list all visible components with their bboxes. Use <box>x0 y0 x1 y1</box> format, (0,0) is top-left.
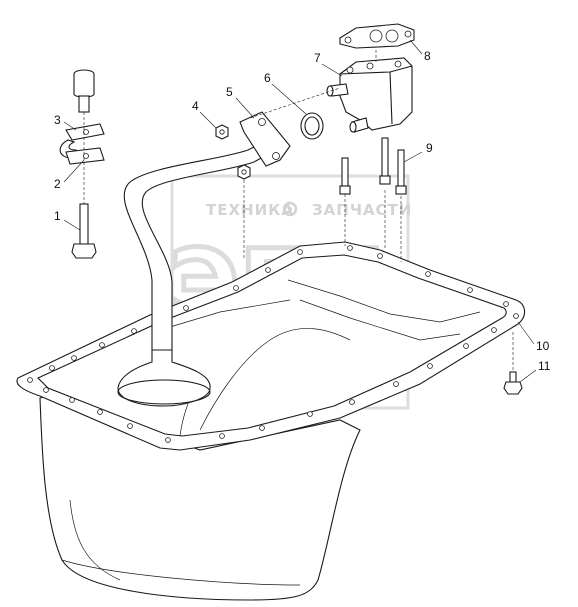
callout-4: 4 <box>192 99 199 113</box>
socket-head-screw <box>73 69 95 113</box>
callout-7: 7 <box>314 51 321 65</box>
bolt-9a <box>379 137 391 185</box>
clamp-2 <box>65 147 105 165</box>
oil-pump-housing <box>326 57 413 133</box>
strainer-bell <box>117 349 211 407</box>
oil-pickup-pipe <box>117 111 291 407</box>
oil-pan-flange <box>16 241 526 451</box>
watermark-text-left: ТЕХНИКА <box>206 201 294 219</box>
callout-10: 10 <box>536 339 550 353</box>
nut-4 <box>215 124 229 140</box>
callouts: 1 2 3 4 5 6 7 8 9 10 11 <box>54 39 551 383</box>
callout-8: 8 <box>424 49 431 63</box>
callout-3: 3 <box>54 113 61 127</box>
oil-pan <box>16 241 526 601</box>
clamp-3 <box>59 123 105 159</box>
watermark-text-right: ЗАПЧАСТИ <box>312 201 412 219</box>
bolt-1 <box>71 203 97 259</box>
callout-1: 1 <box>54 209 61 223</box>
callout-2: 2 <box>54 177 61 191</box>
callout-5: 5 <box>226 85 233 99</box>
alignment-lines <box>83 50 514 372</box>
callout-11: 11 <box>538 359 551 373</box>
callout-9: 9 <box>426 141 433 155</box>
oil-pan-sump <box>39 394 361 601</box>
gear-icon <box>282 201 298 217</box>
bolt-center <box>339 157 351 195</box>
nut-lower <box>237 164 251 180</box>
o-ring-6 <box>300 112 324 140</box>
callout-6: 6 <box>264 71 271 85</box>
bolt-11 <box>503 371 523 395</box>
gasket-8 <box>339 23 415 49</box>
bolt-9b <box>395 149 407 195</box>
flange-bolt-holes <box>27 245 519 443</box>
